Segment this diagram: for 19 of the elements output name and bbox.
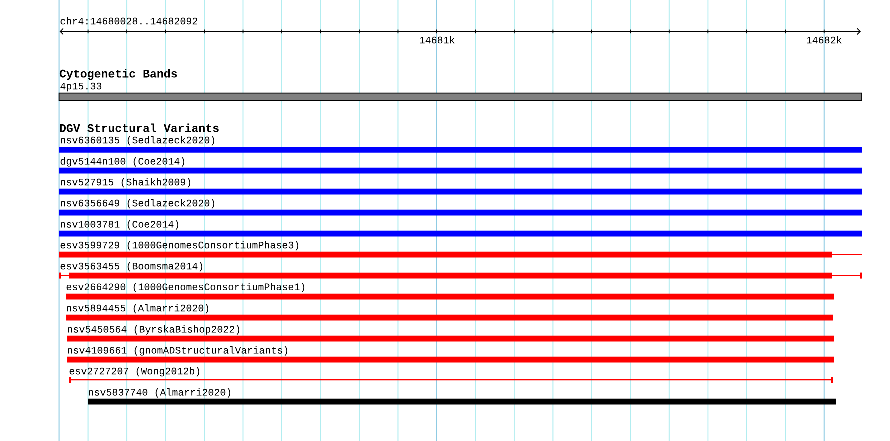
feature-label: nsv5894455 (Almarri2020)	[67, 304, 209, 314]
tick-label: 14681k	[420, 36, 455, 44]
feature-label: esv2664290 (1000GenomesConsortiumPhase1)	[66, 283, 305, 292]
feature-label: 4p15.33	[60, 82, 102, 92]
feature-label: esv3599729 (1000GenomesConsortiumPhase3)	[60, 241, 299, 251]
feature-label: nsv6356649 (Sedlazeck2020)	[61, 199, 215, 209]
tick-label: 14682k	[807, 36, 842, 44]
location-label: chr4:14680028..14682092	[60, 17, 198, 25]
feature-label: dgv5144n100 (Coe2014)	[60, 158, 185, 167]
feature-label: esv2727207 (Wong2012b)	[70, 367, 200, 377]
feature-label: nsv6360135 (Sedlazeck2020)	[61, 136, 215, 146]
feature-label: esv3563455 (Boomsma2014)	[60, 262, 203, 272]
feature-label: nsv527915 (Shaikh2009)	[61, 178, 191, 188]
track-title: Cytogenetic Bands	[60, 69, 178, 80]
feature-label: nsv4109661 (gnomADStructuralVariants)	[68, 346, 288, 356]
feature-label: nsv5837740 (Almarri2020)	[89, 388, 231, 398]
feature-label: nsv5450564 (ByrskaBishop2022)	[68, 326, 240, 335]
feature-label: nsv1003781 (Coe2014)	[61, 220, 179, 230]
track-title: DGV Structural Variants	[60, 124, 219, 132]
